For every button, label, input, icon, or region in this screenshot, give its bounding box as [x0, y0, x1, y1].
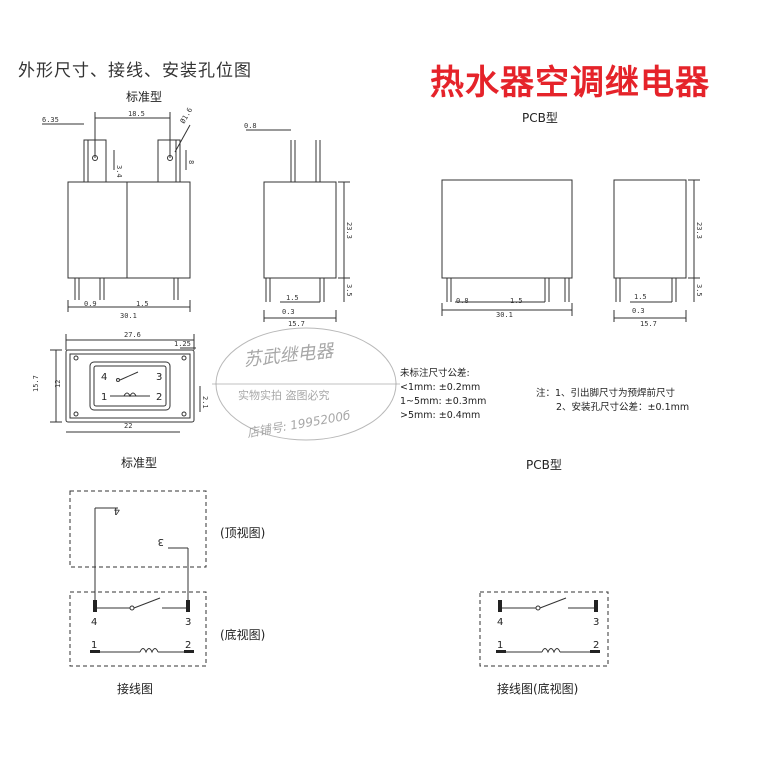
dim-1-5-d: 1.5: [634, 293, 647, 301]
watermark-shop-name: 苏武继电器: [243, 340, 337, 371]
watermark-shop-id: 店铺号: 1995200б: [246, 408, 352, 440]
wiring-bottom-label: 接线图(底视图): [497, 682, 579, 696]
dim-30-1-a: 30.1: [120, 312, 137, 320]
dim-0-9: 0.9: [84, 300, 97, 308]
std-bottom-pin-2: 2: [185, 640, 191, 651]
std-bottom-pin-1: 1: [91, 640, 97, 651]
dim-27-6: 27.6: [124, 331, 141, 339]
tolerance-title: 未标注尺寸公差:: [400, 368, 470, 379]
dim-23-3-a: 23.3: [345, 222, 353, 239]
pcb-bottom-pin-4: 4: [497, 617, 503, 628]
tolerance-line-1: <1mm: ±0.2mm: [400, 382, 481, 393]
outline-pin-3: 3: [156, 372, 162, 383]
dim-0-8-top: 0.8: [244, 122, 257, 130]
dim-22: 22: [124, 422, 132, 430]
outline-pin-1: 1: [101, 392, 107, 403]
wiring-label: 接线图: [117, 682, 154, 696]
promo-banner: 热水器空调继电器: [430, 63, 710, 103]
pcb-bottom-pin-1: 1: [497, 640, 503, 651]
pcb-bottom-view-circuit: [500, 597, 596, 654]
pcb-bottom-view-box: [479, 591, 609, 667]
outline-pin-4: 4: [101, 372, 107, 383]
standard-outline-view: [50, 334, 201, 433]
dim-0-3-a: 0.3: [282, 308, 295, 316]
tolerance-notes: 未标注尺寸公差: <1mm: ±0.2mm 1~5mm: ±0.3mm >5mm…: [400, 367, 486, 423]
dim-23-3-b: 23.3: [695, 222, 703, 239]
standard-type-label-top: 标准型: [126, 90, 163, 104]
note-line-2: 2、安装孔尺寸公差：±0.1mm: [556, 402, 690, 413]
dim-1-5-b: 1.5: [286, 294, 299, 302]
standard-type-label-bottom: 标准型: [121, 456, 158, 470]
top-view-label: (顶视图): [220, 526, 266, 540]
dim-6-35: 6.35: [42, 116, 59, 124]
standard-top-view-lines: [94, 507, 189, 600]
pcb-bottom-pin-3: 3: [593, 617, 599, 628]
general-notes: 注：1、引出脚尺寸为预焊前尺寸 2、安装孔尺寸公差：±0.1mm: [536, 387, 689, 415]
dim-18-5: 18.5: [128, 110, 145, 118]
pcb-type-label-top: PCB型: [522, 111, 558, 125]
dim-3-5-b: 3.5: [695, 284, 703, 297]
standard-bottom-view-box: [69, 591, 207, 667]
watermark: 苏武继电器 实物实拍 盗图必究 店铺号: 1995200б: [212, 327, 400, 441]
dim-15-7-a: 15.7: [288, 320, 305, 328]
standard-bottom-view-circuit: [95, 597, 188, 654]
pcb-front-view: [441, 179, 573, 316]
std-bottom-pin-3: 3: [185, 617, 191, 628]
dim-1-25: 1.25: [174, 340, 191, 348]
dim-3-4: 3.4: [115, 165, 123, 178]
outline-pin-2: 2: [156, 392, 162, 403]
page-title: 外形尺寸、接线、安装孔位图: [18, 61, 252, 81]
note-line-1: 注：1、引出脚尺寸为预焊前尺寸: [536, 388, 676, 399]
pcb-type-label-bottom: PCB型: [526, 458, 562, 472]
pcb-side-view: [613, 179, 700, 322]
dim-3-5-a: 3.5: [345, 284, 353, 297]
pcb-bottom-pin-2: 2: [593, 640, 599, 651]
dim-0-8-pcb: 0.8: [456, 297, 469, 305]
dim-8: 8: [187, 160, 195, 164]
dim-15-7-c: 15.7: [32, 375, 40, 392]
tolerance-line-3: >5mm: ±0.4mm: [400, 410, 481, 421]
dim-phi-1-6: Ø1.6: [179, 106, 194, 125]
standard-side-view: [246, 129, 350, 322]
dim-30-1-b: 30.1: [496, 311, 513, 319]
top-view-pin-4: 4: [114, 505, 120, 516]
dim-0-3-b: 0.3: [632, 307, 645, 315]
dim-12: 12: [54, 380, 62, 388]
tolerance-line-2: 1~5mm: ±0.3mm: [400, 396, 487, 407]
top-view-pin-3: 3: [158, 536, 164, 547]
bottom-view-label: (底视图): [220, 628, 266, 642]
watermark-slogan: 实物实拍 盗图必究: [238, 388, 330, 402]
std-bottom-pin-4: 4: [91, 617, 97, 628]
dim-1-5-c: 1.5: [510, 297, 523, 305]
dim-1-5-a: 1.5: [136, 300, 149, 308]
standard-top-view-box: [69, 490, 207, 568]
dim-15-7-b: 15.7: [640, 320, 657, 328]
dim-2-1: 2.1: [201, 396, 209, 409]
standard-front-view: [42, 112, 191, 312]
